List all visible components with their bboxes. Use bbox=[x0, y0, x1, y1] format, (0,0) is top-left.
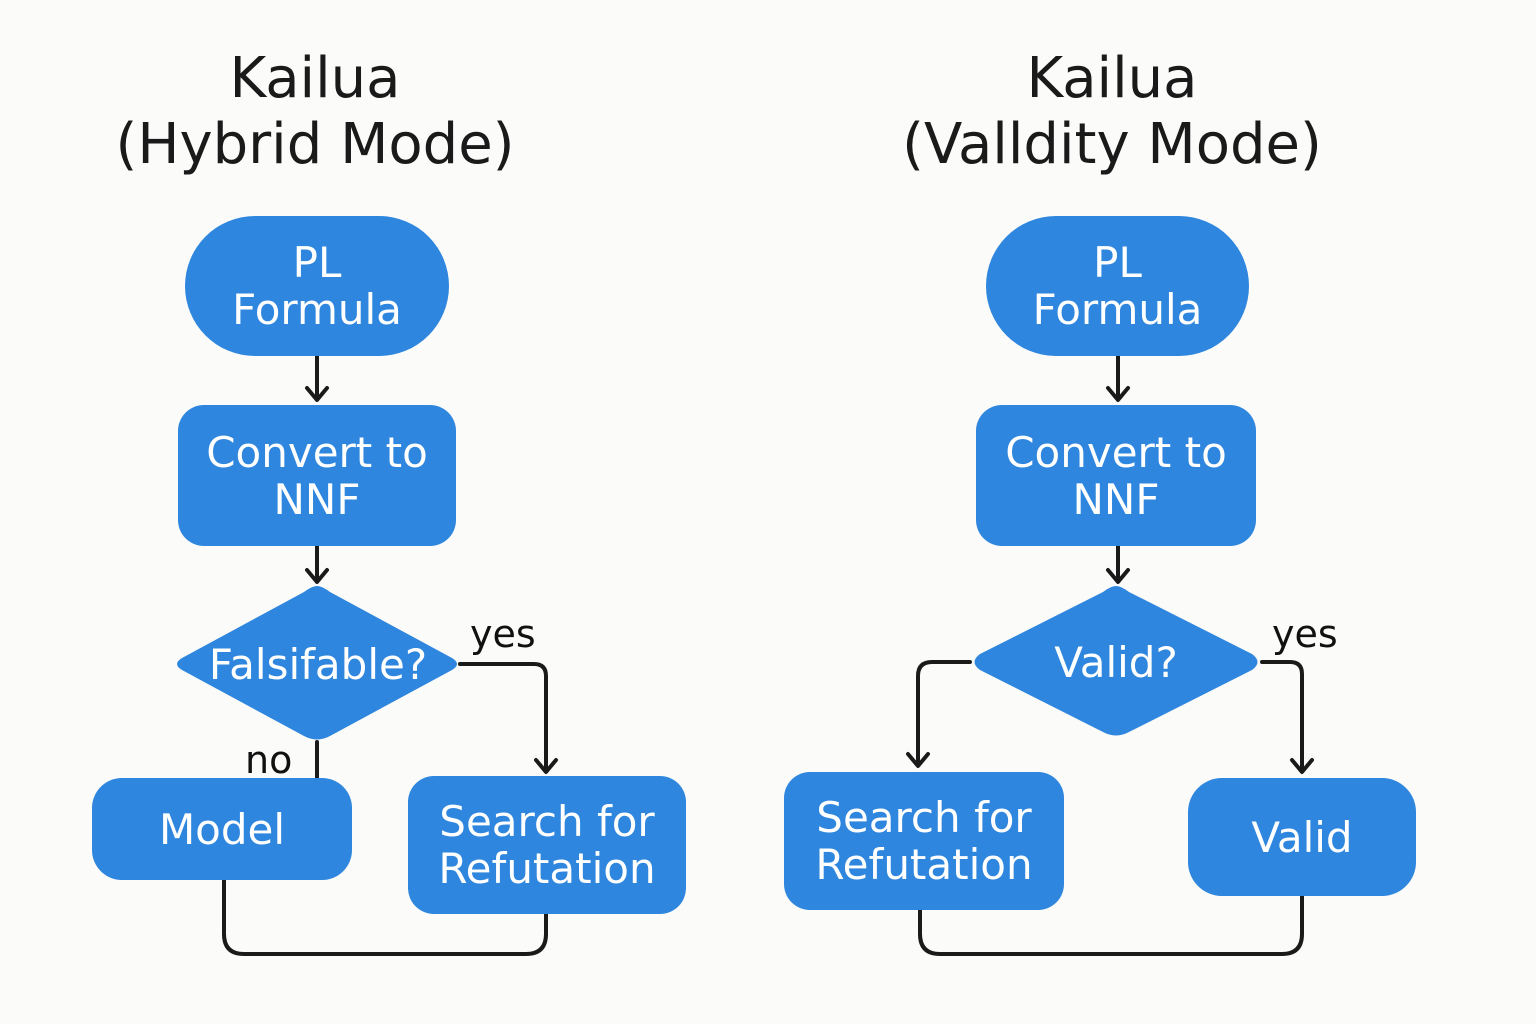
right-decision-label: Valid? bbox=[1054, 637, 1178, 687]
right-search-line1: Search for bbox=[816, 793, 1032, 842]
left-arrowhead-2 bbox=[305, 568, 329, 584]
right-yes-label: yes bbox=[1272, 612, 1338, 656]
right-valid-node: Valid bbox=[1188, 778, 1416, 896]
left-arrowhead-yes bbox=[534, 758, 558, 774]
right-convert-node: Convert to NNF bbox=[976, 405, 1256, 546]
left-title-line1: Kailua bbox=[229, 46, 401, 111]
left-model-label: Model bbox=[158, 804, 286, 854]
right-arrowhead-yes bbox=[1290, 758, 1314, 774]
left-diagram-title: Kailua (Hybrid Mode) bbox=[15, 46, 615, 178]
right-title-line2: (Valldity Mode) bbox=[902, 112, 1322, 177]
left-model-node: Model bbox=[92, 778, 352, 880]
left-search-line1: Search for bbox=[439, 797, 655, 846]
left-no-label: no bbox=[245, 738, 293, 782]
right-arrowhead-left bbox=[906, 752, 930, 768]
left-decision-diamond bbox=[177, 586, 457, 740]
right-arrowhead-1 bbox=[1106, 386, 1130, 402]
left-search-line2: Refutation bbox=[438, 844, 656, 893]
left-arrowhead-1 bbox=[305, 386, 329, 402]
right-valid-label: Valid bbox=[1251, 812, 1353, 862]
right-convert-line2: NNF bbox=[1072, 474, 1160, 524]
left-convert-node: Convert to NNF bbox=[178, 405, 456, 546]
right-left-branch-connector bbox=[916, 660, 972, 766]
right-start-line1: PL bbox=[1093, 238, 1142, 287]
right-start-line2: Formula bbox=[1032, 285, 1203, 334]
left-convert-line1: Convert to bbox=[206, 427, 428, 477]
right-search-node: Search for Refutation bbox=[784, 772, 1064, 910]
right-diagram-title: Kailua (Valldity Mode) bbox=[812, 46, 1412, 178]
left-yes-label: yes bbox=[470, 612, 536, 656]
right-convert-line1: Convert to bbox=[1005, 427, 1227, 477]
left-start-line1: PL bbox=[292, 238, 342, 287]
left-convert-line2: NNF bbox=[273, 474, 361, 524]
left-start-node: PL Formula bbox=[185, 216, 449, 356]
right-yes-connector bbox=[1260, 660, 1304, 772]
right-decision-diamond bbox=[974, 586, 1258, 736]
right-bottom-loop bbox=[918, 892, 1304, 956]
left-bottom-loop bbox=[222, 876, 548, 956]
right-search-line2: Refutation bbox=[815, 840, 1033, 889]
left-decision-label: Falsifable? bbox=[208, 639, 428, 689]
left-search-node: Search for Refutation bbox=[408, 776, 686, 914]
left-start-line2: Formula bbox=[232, 285, 402, 334]
right-start-node: PL Formula bbox=[986, 216, 1249, 356]
left-yes-connector bbox=[458, 662, 548, 772]
left-title-line2: (Hybrid Mode) bbox=[115, 112, 515, 177]
right-title-line1: Kailua bbox=[1026, 46, 1198, 111]
right-arrowhead-2 bbox=[1106, 568, 1130, 584]
